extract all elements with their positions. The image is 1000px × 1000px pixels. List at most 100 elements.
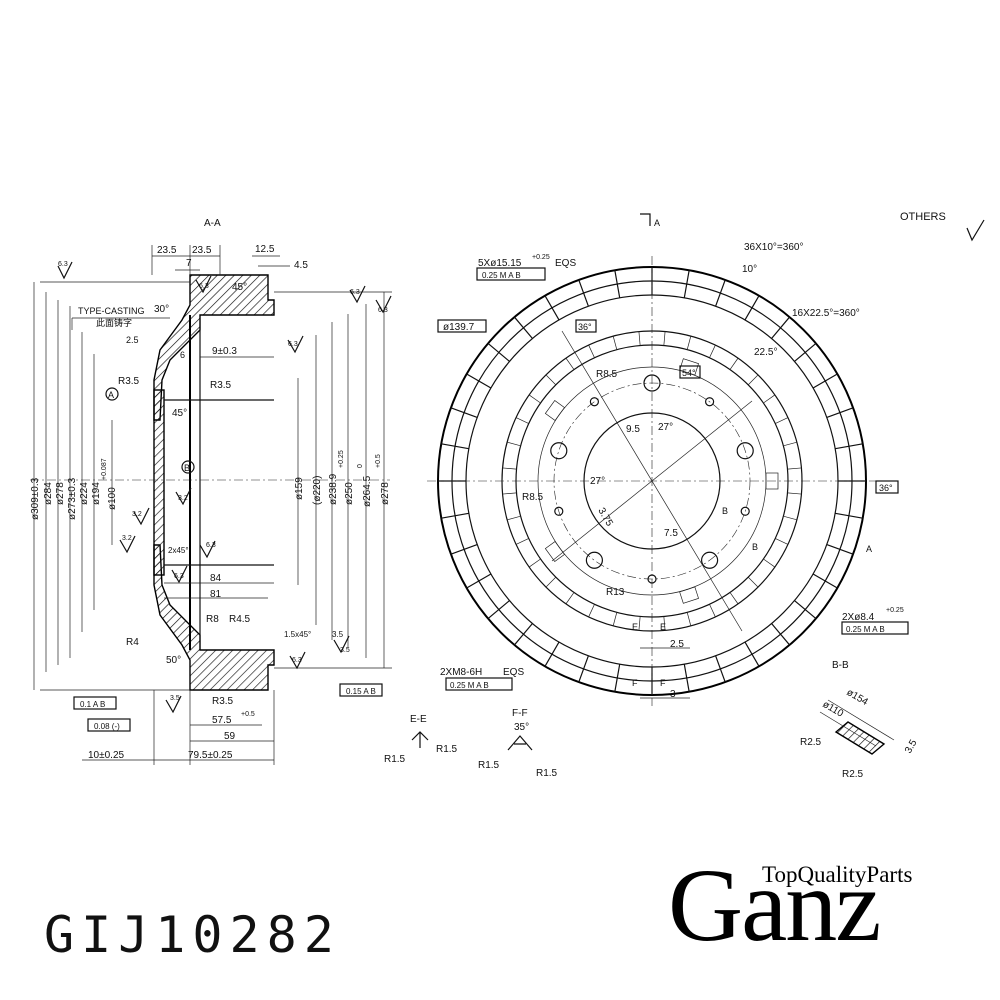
dim-57-5-tol: +0.5 <box>241 711 255 718</box>
inner-rib <box>502 467 517 470</box>
radius-r8-5-a: R8.5 <box>596 369 618 380</box>
angle-50: 50° <box>166 655 181 666</box>
dim-4-5: 4.5 <box>294 260 308 271</box>
drum-section-top <box>153 274 275 421</box>
inner-rib <box>729 592 739 605</box>
rim-rib <box>578 655 589 683</box>
dim-d159: ø159 <box>294 477 305 500</box>
inner-rib <box>663 616 666 631</box>
dim-9: 9±0.3 <box>212 346 237 357</box>
angle-45-mid: 45° <box>172 408 187 419</box>
dim-d264-5: ø264.5 <box>362 475 373 507</box>
ff-radius-a: R1.5 <box>478 760 500 771</box>
others-label: OTHERS <box>900 211 946 223</box>
inner-rib <box>763 558 776 568</box>
dim-3-5-side: 3.5 <box>332 630 344 639</box>
rim-rib <box>771 623 791 646</box>
inner-rib <box>528 394 541 404</box>
angle-36-right: 36° <box>879 483 893 493</box>
inner-rib <box>709 604 716 618</box>
threads-eqs: EQS <box>503 667 524 678</box>
inner-rib <box>588 344 595 358</box>
holes-2x: 2Xø8.4 <box>842 612 875 623</box>
mark-e-right: E <box>660 622 666 632</box>
hub-window <box>544 541 565 563</box>
section-aa-label: A-A <box>204 218 221 229</box>
bb-r2-5-b: R2.5 <box>842 769 864 780</box>
rim-rib <box>794 600 817 620</box>
section-a-mark: A <box>654 218 660 228</box>
inner-rib <box>775 417 789 424</box>
svg-text:6.3: 6.3 <box>292 657 302 664</box>
detail-ee-label: E-E <box>410 714 427 725</box>
rim-rib <box>466 373 492 389</box>
bolt-hole <box>550 442 568 460</box>
svg-text:0.15 A B: 0.15 A B <box>346 687 376 696</box>
front-view: A 5Xø15.15 +0.25 EQS 0.25 M A B ø139.7 3… <box>427 213 909 706</box>
datum-a-circle <box>105 387 119 401</box>
bb-d154: ø154 <box>845 687 871 708</box>
rim-rib <box>794 342 817 362</box>
inner-rib <box>775 538 789 545</box>
svg-text:3.5: 3.5 <box>340 647 350 654</box>
rim-rib <box>614 664 621 692</box>
inner-rib <box>515 538 529 545</box>
mark-b-upper: B <box>722 506 728 516</box>
dim-79-5: 79.5±0.25 <box>188 750 233 761</box>
svg-text:6.3: 6.3 <box>288 341 298 348</box>
dim-7: 7 <box>186 258 192 269</box>
bb-3-5: 3.5 <box>903 738 920 756</box>
dim-d250: ø250 <box>344 482 355 505</box>
radius-r3-5-b: R3.5 <box>210 380 232 391</box>
roughness-marks: 6.3 6.3 6.3 6.3 6.3 6.3 6.3 6.3 3.2 3.2 … <box>57 261 392 714</box>
dim-59: 59 <box>224 731 236 742</box>
inner-rib <box>565 357 575 370</box>
inner-rib <box>747 374 759 386</box>
drum-section-bottom <box>153 544 275 691</box>
threads-frame: 0.25 M A B <box>450 681 489 690</box>
small-hole <box>589 397 599 407</box>
svg-text:3.2: 3.2 <box>122 535 132 542</box>
rim-rib <box>835 443 863 450</box>
rim-rib <box>466 573 492 589</box>
bolt-hole <box>736 442 754 460</box>
rim-rib <box>513 316 533 339</box>
rim-rib <box>450 544 478 555</box>
angle-22-5: 22.5° <box>754 347 777 358</box>
dim-2-5-side: 2.5 <box>126 335 139 345</box>
inner-rib <box>565 592 575 605</box>
rim-rib <box>441 512 469 519</box>
dim-d100-tol: +0.087 <box>101 458 108 480</box>
hub-window <box>765 472 779 490</box>
dim-d100: ø100 <box>107 487 118 510</box>
rim-rib <box>487 342 510 362</box>
dim-84: 84 <box>210 573 222 584</box>
angle-10: 10° <box>742 264 757 275</box>
pcd-label: ø139.7 <box>443 322 475 333</box>
svg-text:0.08 (-): 0.08 (-) <box>94 722 120 731</box>
rim-rib <box>441 443 469 450</box>
radius-r4: R4 <box>126 637 139 648</box>
svg-text:6.3: 6.3 <box>174 573 184 580</box>
inner-rib <box>588 604 595 618</box>
type-casting-label: TYPE-CASTING <box>78 306 145 316</box>
inner-rib <box>515 417 529 424</box>
radius-r8-5-b: R8.5 <box>522 492 544 503</box>
dim-d284: ø284 <box>43 482 54 505</box>
svg-text:3.2: 3.2 <box>178 495 188 502</box>
ee-radius-a: R1.5 <box>384 754 406 765</box>
tolerance-frame-right: 0.15 A B <box>339 683 383 697</box>
dim-3-75: 3.75 <box>595 506 614 529</box>
ff-angle: 35° <box>514 722 529 733</box>
inner-rib <box>545 374 557 386</box>
datum-a-label: A <box>108 390 114 400</box>
radius-r8: R8 <box>206 614 219 625</box>
inner-rib <box>528 558 541 568</box>
detail-bb-label: B-B <box>832 660 849 671</box>
brand-logo: Ganz TopQualityParts <box>668 850 968 960</box>
radius-r3-5-a: R3.5 <box>118 376 140 387</box>
rim-rib <box>683 270 690 298</box>
angle-27-b: 27° <box>590 476 605 487</box>
svg-text:0.1 A B: 0.1 A B <box>80 700 105 709</box>
hub-window <box>679 586 699 604</box>
